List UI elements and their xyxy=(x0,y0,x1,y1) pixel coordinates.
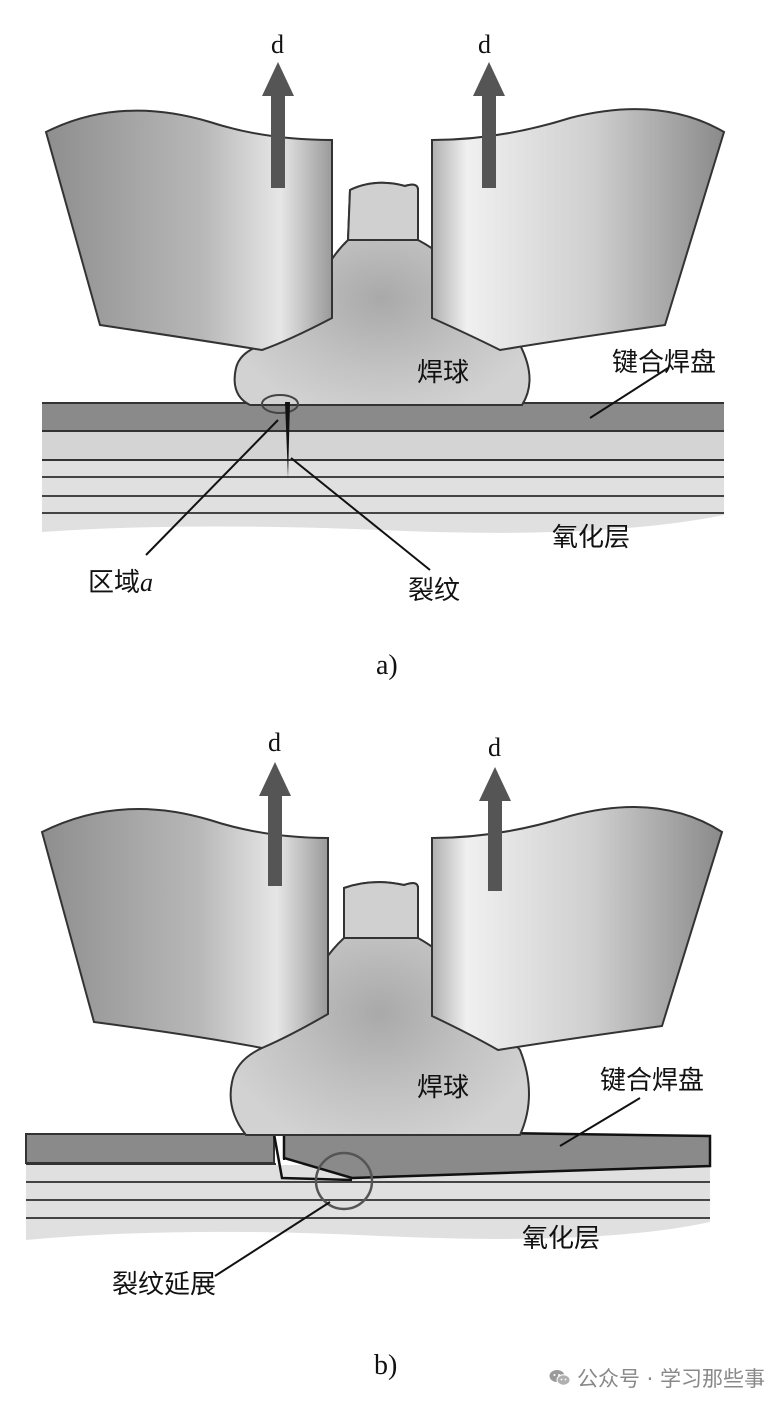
oxide-label-a: 氧化层 xyxy=(552,523,631,553)
pull-arrow-right-b xyxy=(479,767,511,891)
pad-label-a: 键合焊盘 xyxy=(612,348,717,378)
leader-region-a xyxy=(145,419,279,556)
crack-a xyxy=(285,402,290,478)
arrow-right-label-b: d xyxy=(488,733,501,762)
pull-arrow-left-a xyxy=(262,62,294,188)
oxide-layer-b xyxy=(26,1165,710,1240)
pull-arrow-right-a xyxy=(473,62,505,188)
ball-label-a: 焊球 xyxy=(417,358,470,388)
region-a-circle xyxy=(261,394,299,414)
capillary-right-a xyxy=(431,108,726,352)
caption-b: b) xyxy=(374,1350,398,1381)
capillary-left-b xyxy=(40,807,329,1050)
crack-extension-circle xyxy=(314,1151,374,1211)
panel-a xyxy=(42,62,726,571)
caption-a: a) xyxy=(376,650,398,681)
leader-crack-ext-b xyxy=(214,1201,331,1277)
crack-label-a: 裂纹 xyxy=(408,576,461,606)
ball-label-b: 焊球 xyxy=(417,1073,470,1103)
leader-pad-b xyxy=(559,1097,641,1147)
pad-label-b: 键合焊盘 xyxy=(600,1066,705,1096)
crack-extension-label-b: 裂纹延展 xyxy=(112,1270,217,1300)
bond-pad-b-left xyxy=(25,1133,275,1164)
watermark: 公众号 · 学习那些事 xyxy=(549,1363,765,1393)
leader-pad-a xyxy=(589,367,669,419)
region-label-a: 区域a xyxy=(88,568,154,598)
capillary-left-a xyxy=(44,109,333,352)
panel-b xyxy=(25,762,724,1277)
capillary-right-b xyxy=(431,806,724,1052)
leader-crack-a xyxy=(290,457,431,571)
arrow-right-label-a: d xyxy=(478,30,491,59)
watermark-text: 公众号 · 学习那些事 xyxy=(576,1367,765,1391)
oxide-label-b: 氧化层 xyxy=(522,1224,601,1254)
arrow-left-label-a: d xyxy=(271,30,284,59)
wechat-icon xyxy=(549,1370,571,1386)
crack-b xyxy=(272,1133,353,1182)
pull-arrow-left-b xyxy=(259,762,291,886)
arrow-left-label-b: d xyxy=(268,728,281,757)
